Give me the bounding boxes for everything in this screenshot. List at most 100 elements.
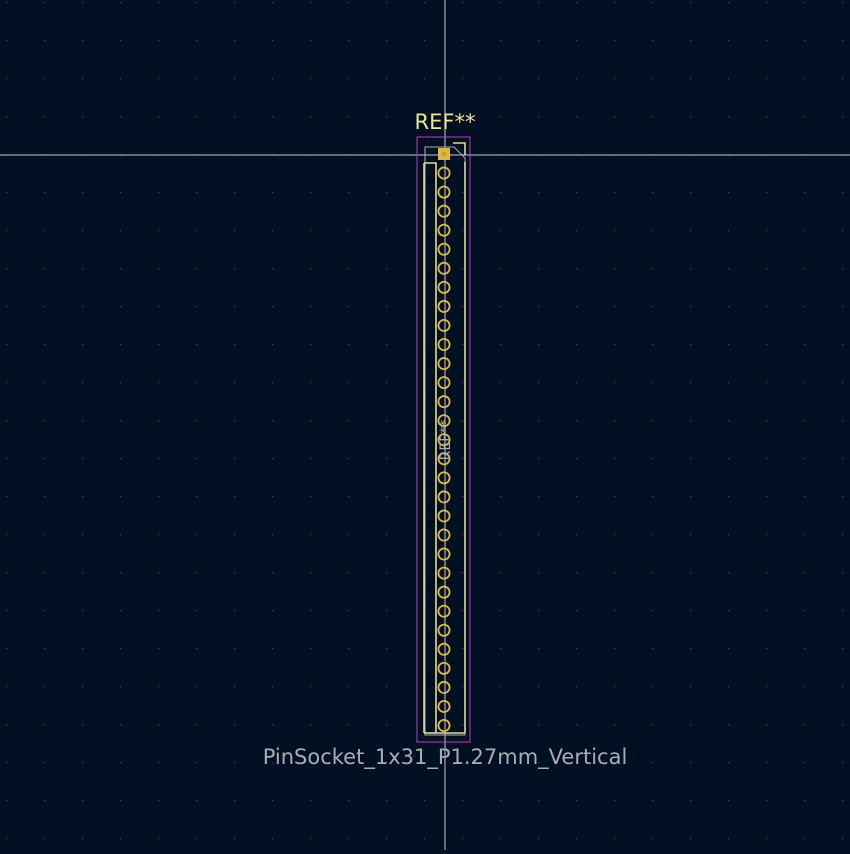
pad[interactable] (437, 604, 451, 618)
grid-dot (576, 648, 578, 650)
grid-dot (614, 800, 616, 802)
pad[interactable] (437, 299, 451, 313)
grid-dot (272, 40, 274, 42)
pad[interactable] (437, 471, 451, 485)
grid-dot (6, 78, 8, 80)
grid-dot (766, 230, 768, 232)
grid-dot (576, 116, 578, 118)
pad[interactable] (437, 395, 451, 409)
grid-dot (44, 306, 46, 308)
grid-dot (196, 648, 198, 650)
grid-dot (82, 686, 84, 688)
pad[interactable] (437, 261, 451, 275)
grid-dot (348, 230, 350, 232)
grid-dot (348, 458, 350, 460)
grid-dot (690, 420, 692, 422)
grid-dot (538, 2, 540, 4)
pad[interactable] (437, 166, 451, 180)
grid-dot (348, 800, 350, 802)
pad[interactable] (437, 357, 451, 371)
grid-dot (500, 230, 502, 232)
grid-dot (842, 116, 844, 118)
pad[interactable] (437, 642, 451, 656)
grid-dot (82, 40, 84, 42)
grid-dot (500, 382, 502, 384)
grid-dot (196, 306, 198, 308)
grid-dot (804, 268, 806, 270)
pad[interactable] (437, 680, 451, 694)
grid-dot (500, 2, 502, 4)
pad[interactable] (437, 509, 451, 523)
grid-dot (576, 420, 578, 422)
pad[interactable] (437, 280, 451, 294)
pad[interactable] (437, 223, 451, 237)
grid-dot (614, 648, 616, 650)
grid-dot (462, 306, 464, 308)
grid-dot (82, 724, 84, 726)
pad[interactable] (437, 414, 451, 428)
grid-dot (842, 344, 844, 346)
grid-dot (6, 838, 8, 840)
pad[interactable] (437, 623, 451, 637)
grid-dot (6, 496, 8, 498)
grid-dot (728, 268, 730, 270)
reference-label[interactable]: REF** (415, 110, 476, 134)
grid-dot (652, 306, 654, 308)
value-label[interactable]: PinSocket_1x31_P1.27mm_Vertical (263, 745, 628, 770)
pad[interactable] (437, 528, 451, 542)
grid-dot (348, 78, 350, 80)
pad[interactable] (437, 242, 451, 256)
grid-dot (348, 192, 350, 194)
grid-dot (386, 420, 388, 422)
grid-dot (690, 40, 692, 42)
pad[interactable] (437, 376, 451, 390)
grid-dot (272, 686, 274, 688)
pad[interactable] (437, 490, 451, 504)
grid-dot (310, 458, 312, 460)
grid-dot (804, 572, 806, 574)
grid-dot (196, 610, 198, 612)
pad[interactable] (437, 547, 451, 561)
grid-dot (158, 344, 160, 346)
grid-dot (158, 2, 160, 4)
grid-dot (462, 420, 464, 422)
grid-dot (804, 192, 806, 194)
grid-dot (310, 724, 312, 726)
pad[interactable] (437, 337, 451, 351)
grid-dot (386, 572, 388, 574)
grid-dot (82, 192, 84, 194)
grid-dot (500, 192, 502, 194)
grid-dot (804, 496, 806, 498)
pad[interactable] (437, 661, 451, 675)
grid-dot (842, 420, 844, 422)
grid-dot (120, 192, 122, 194)
grid-dot (500, 268, 502, 270)
grid-dot (690, 686, 692, 688)
grid-dot (652, 268, 654, 270)
grid-dot (158, 838, 160, 840)
pad[interactable] (437, 204, 451, 218)
pad[interactable] (437, 318, 451, 332)
grid-dot (6, 610, 8, 612)
grid-dot (348, 610, 350, 612)
pad[interactable] (437, 185, 451, 199)
grid-dot (234, 724, 236, 726)
pad[interactable] (437, 433, 451, 447)
pad[interactable] (437, 566, 451, 580)
grid-dot (120, 40, 122, 42)
fab-reference-label[interactable]: REF** (438, 420, 454, 461)
grid-dot (44, 420, 46, 422)
grid-dot (690, 610, 692, 612)
grid-dot (272, 116, 274, 118)
grid-dot (386, 268, 388, 270)
grid-dot (614, 838, 616, 840)
grid-dot (652, 648, 654, 650)
pad[interactable] (437, 452, 451, 466)
grid-dot (272, 724, 274, 726)
pad[interactable] (437, 585, 451, 599)
grid-dot (842, 762, 844, 764)
pad[interactable] (437, 719, 451, 733)
pad[interactable] (437, 699, 451, 713)
